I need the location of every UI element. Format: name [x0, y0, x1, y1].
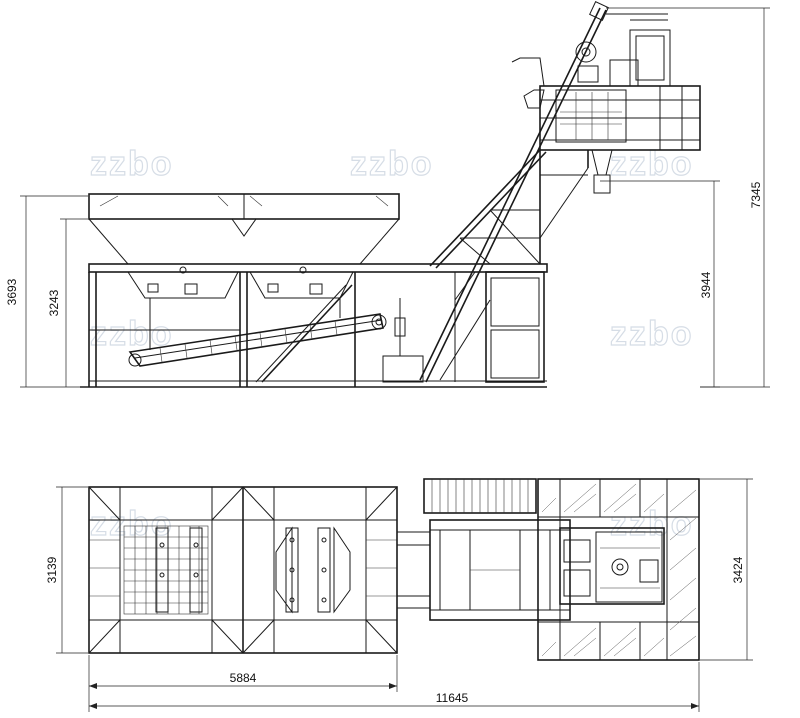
diagonal-brace — [261, 284, 353, 383]
dimension-hopper-height: 3243 — [47, 289, 61, 316]
frame-top-beam — [88, 263, 548, 273]
dimension-mixer-width: 3424 — [731, 556, 745, 583]
skip-hoist-rail — [419, 1, 609, 383]
side-dimensions: 3693 3243 3944 7345 — [5, 7, 770, 388]
mixer-platform — [539, 85, 701, 194]
dimension-platform-height: 3944 — [699, 271, 713, 298]
aggregate-hoppers — [88, 193, 400, 265]
walkway-top — [423, 478, 537, 514]
watermark: zzbo — [610, 145, 694, 183]
weighing-unit — [382, 298, 424, 383]
batching-frame — [80, 263, 548, 388]
weighing-belt — [128, 298, 387, 367]
top-dimensions: 3139 3424 5884 11645 — [45, 478, 753, 712]
weigh-hoppers — [127, 266, 354, 299]
dimension-overall-height: 3693 — [5, 278, 19, 305]
dimension-hopper-width: 3139 — [45, 556, 59, 583]
control-cabinet — [485, 271, 545, 383]
discharge-gates — [155, 526, 351, 614]
mixer-plan — [559, 527, 665, 605]
dimension-total-height: 7345 — [749, 181, 763, 208]
watermark: zzbo — [90, 145, 174, 183]
watermark: zzbo — [350, 145, 434, 183]
watermark: zzbo — [610, 505, 694, 543]
conveyor-plan — [396, 519, 571, 621]
mixer-platform-plan — [537, 478, 700, 661]
side-view: 3693 3243 3944 7345 — [5, 1, 770, 388]
hopper-grid-screen — [123, 525, 209, 615]
dimension-hopper-length: 5884 — [230, 671, 257, 685]
dimension-total-length: 11645 — [436, 691, 469, 705]
mixer-tower — [429, 149, 589, 382]
top-view: 3139 3424 5884 11645 — [45, 478, 753, 712]
watermarks: zzbo zzbo zzbo zzbo zzbo zzbo zzbo — [89, 144, 694, 543]
watermark: zzbo — [610, 315, 694, 353]
mixer-drive — [511, 13, 671, 109]
